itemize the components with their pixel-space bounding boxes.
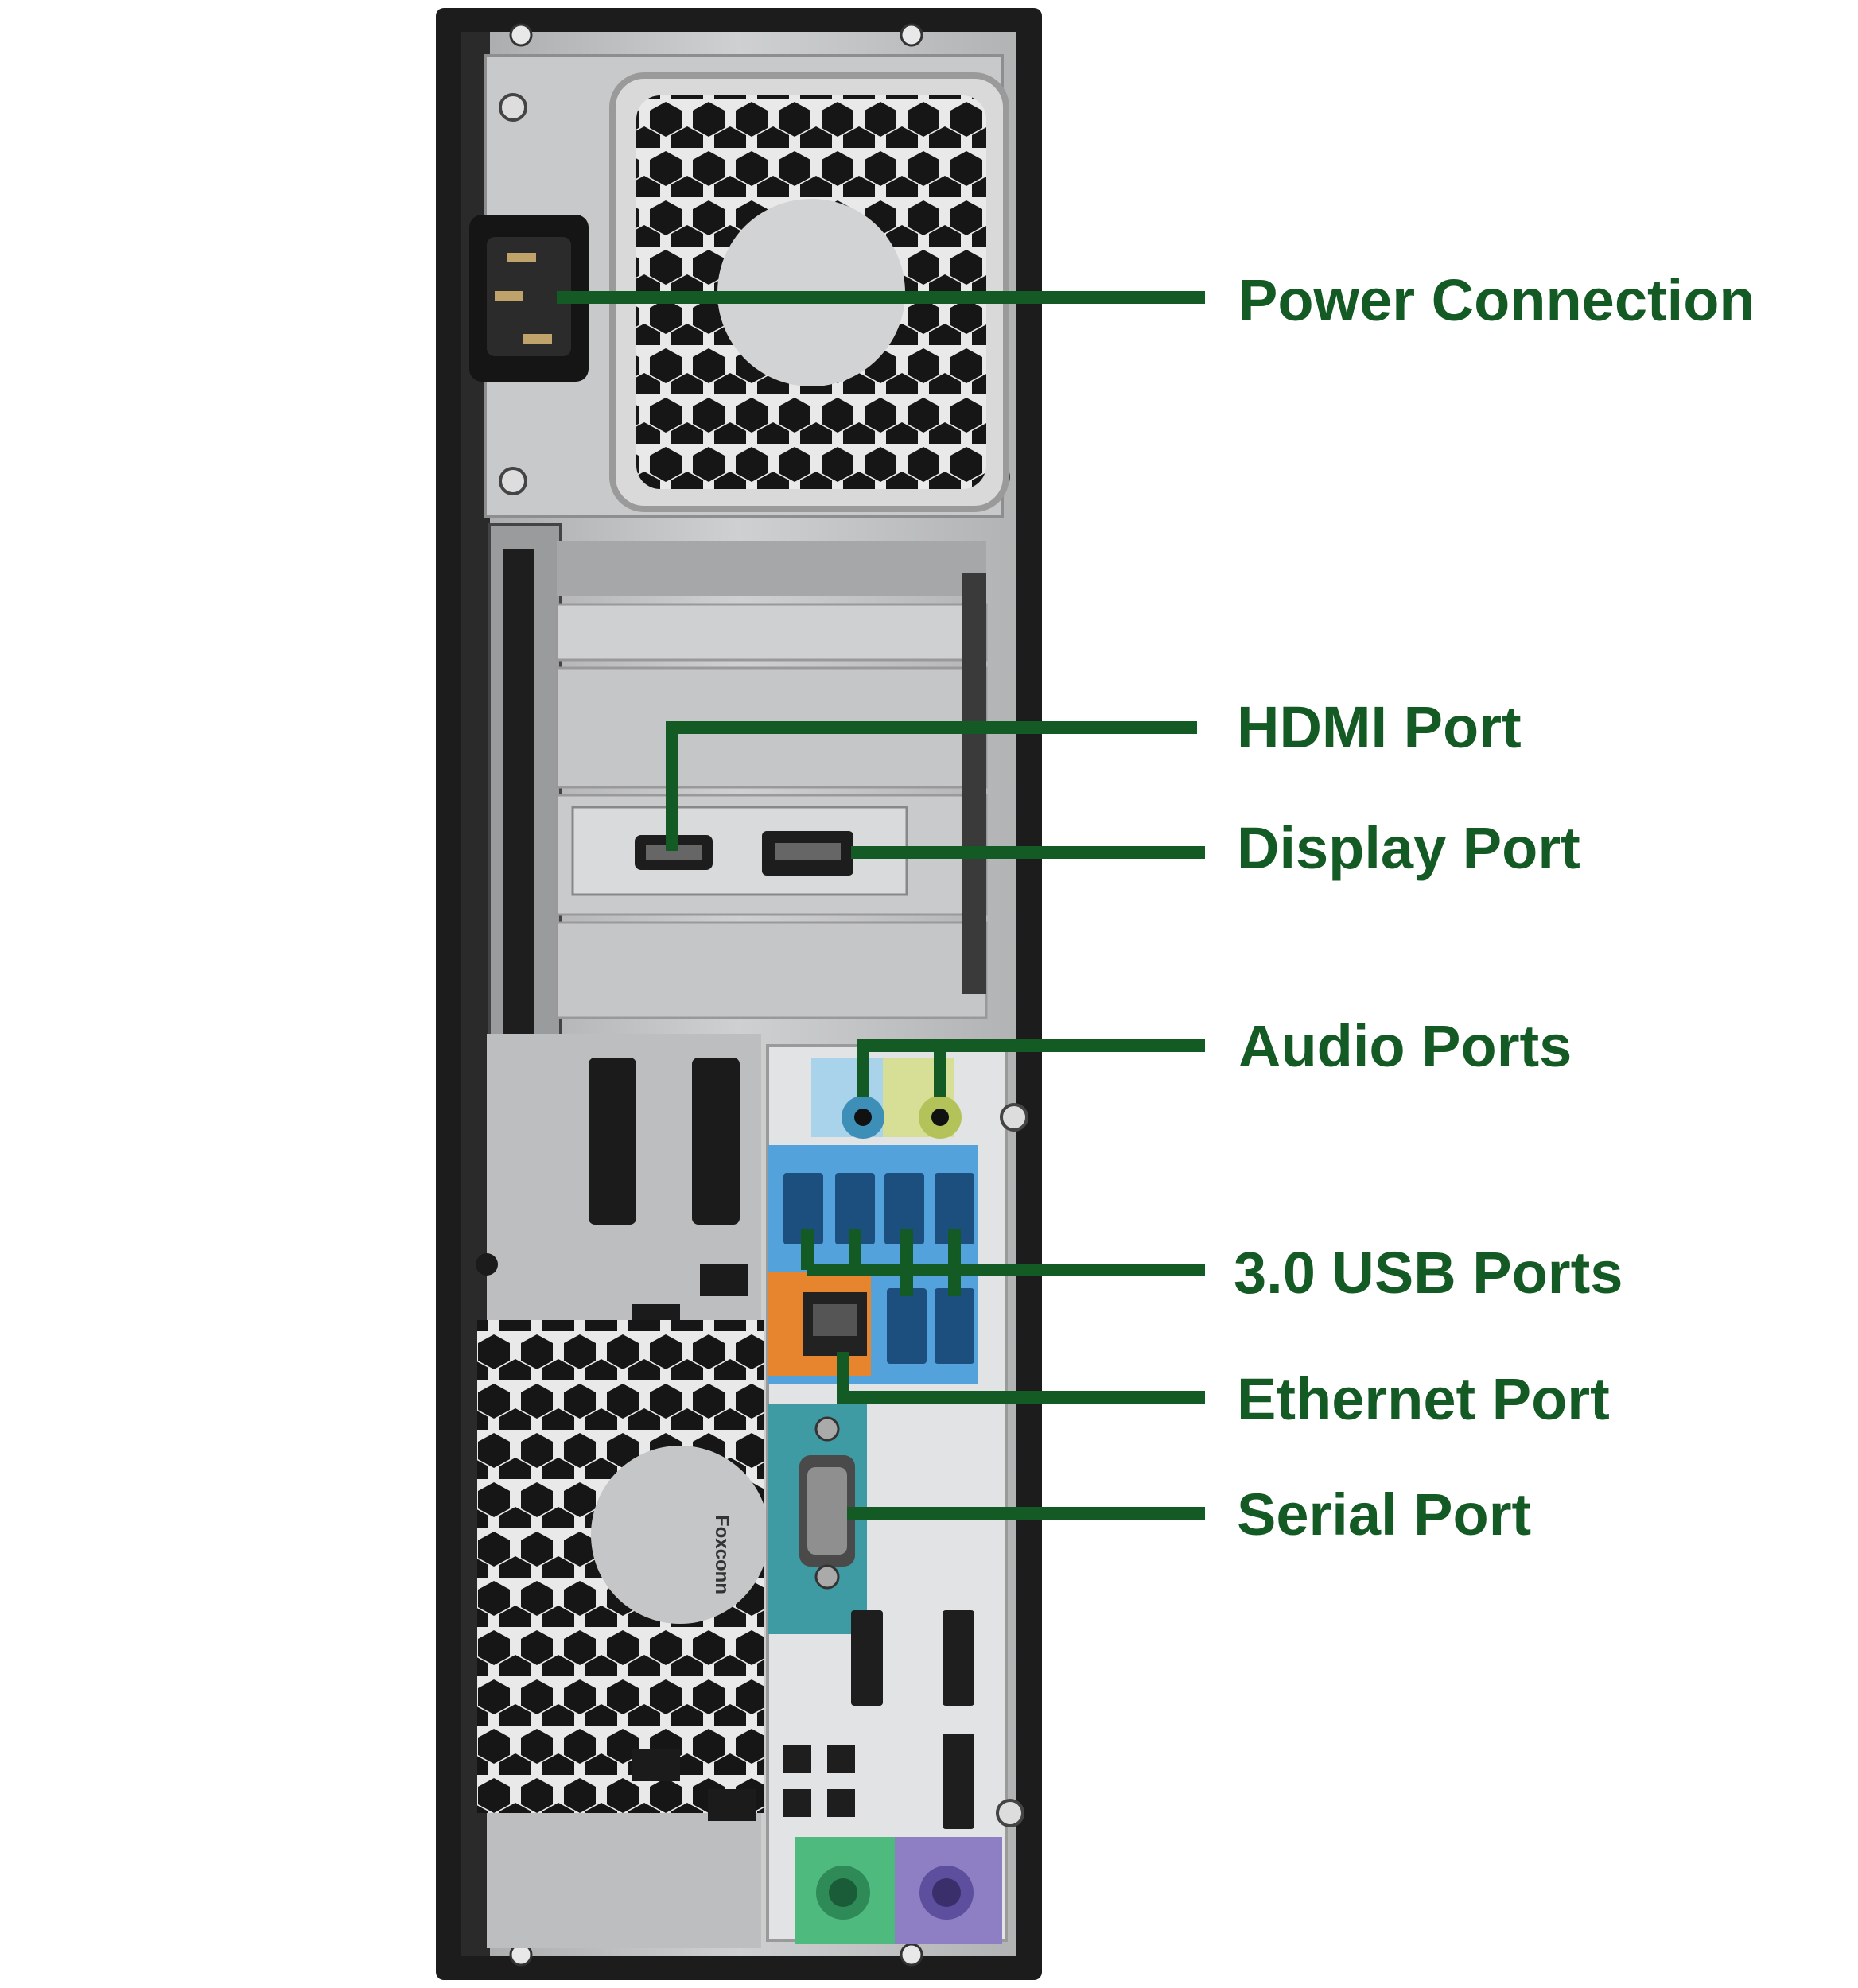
label-hdmi-port: HDMI Port bbox=[1237, 694, 1522, 760]
power-connector bbox=[469, 215, 589, 382]
ethernet-callout-line bbox=[837, 1352, 1205, 1404]
system-fan: Foxconn bbox=[477, 1320, 769, 1813]
io-shield bbox=[766, 1044, 1028, 1944]
hdmi-port bbox=[635, 835, 713, 870]
callout-labels: Power Connection HDMI Port Display Port … bbox=[1234, 267, 1755, 1547]
label-ethernet-port: Ethernet Port bbox=[1237, 1366, 1610, 1432]
lower-panel: Foxconn bbox=[476, 1034, 769, 1948]
label-power-connection: Power Connection bbox=[1238, 267, 1755, 333]
displayport-port bbox=[762, 831, 853, 876]
io-displayports bbox=[783, 1610, 974, 1829]
ethernet-port bbox=[768, 1272, 871, 1376]
ps2-ports bbox=[795, 1837, 1002, 1944]
label-audio-ports: Audio Ports bbox=[1238, 1013, 1572, 1079]
label-display-port: Display Port bbox=[1237, 815, 1580, 881]
hdmi-callout-line bbox=[666, 721, 1197, 851]
label-usb-3-ports: 3.0 USB Ports bbox=[1234, 1240, 1623, 1306]
label-serial-port: Serial Port bbox=[1237, 1481, 1531, 1547]
audio-callout-line bbox=[857, 1039, 1205, 1097]
callout-lines bbox=[557, 291, 1205, 1520]
psu-brand-label: Foxconn bbox=[711, 1515, 733, 1594]
